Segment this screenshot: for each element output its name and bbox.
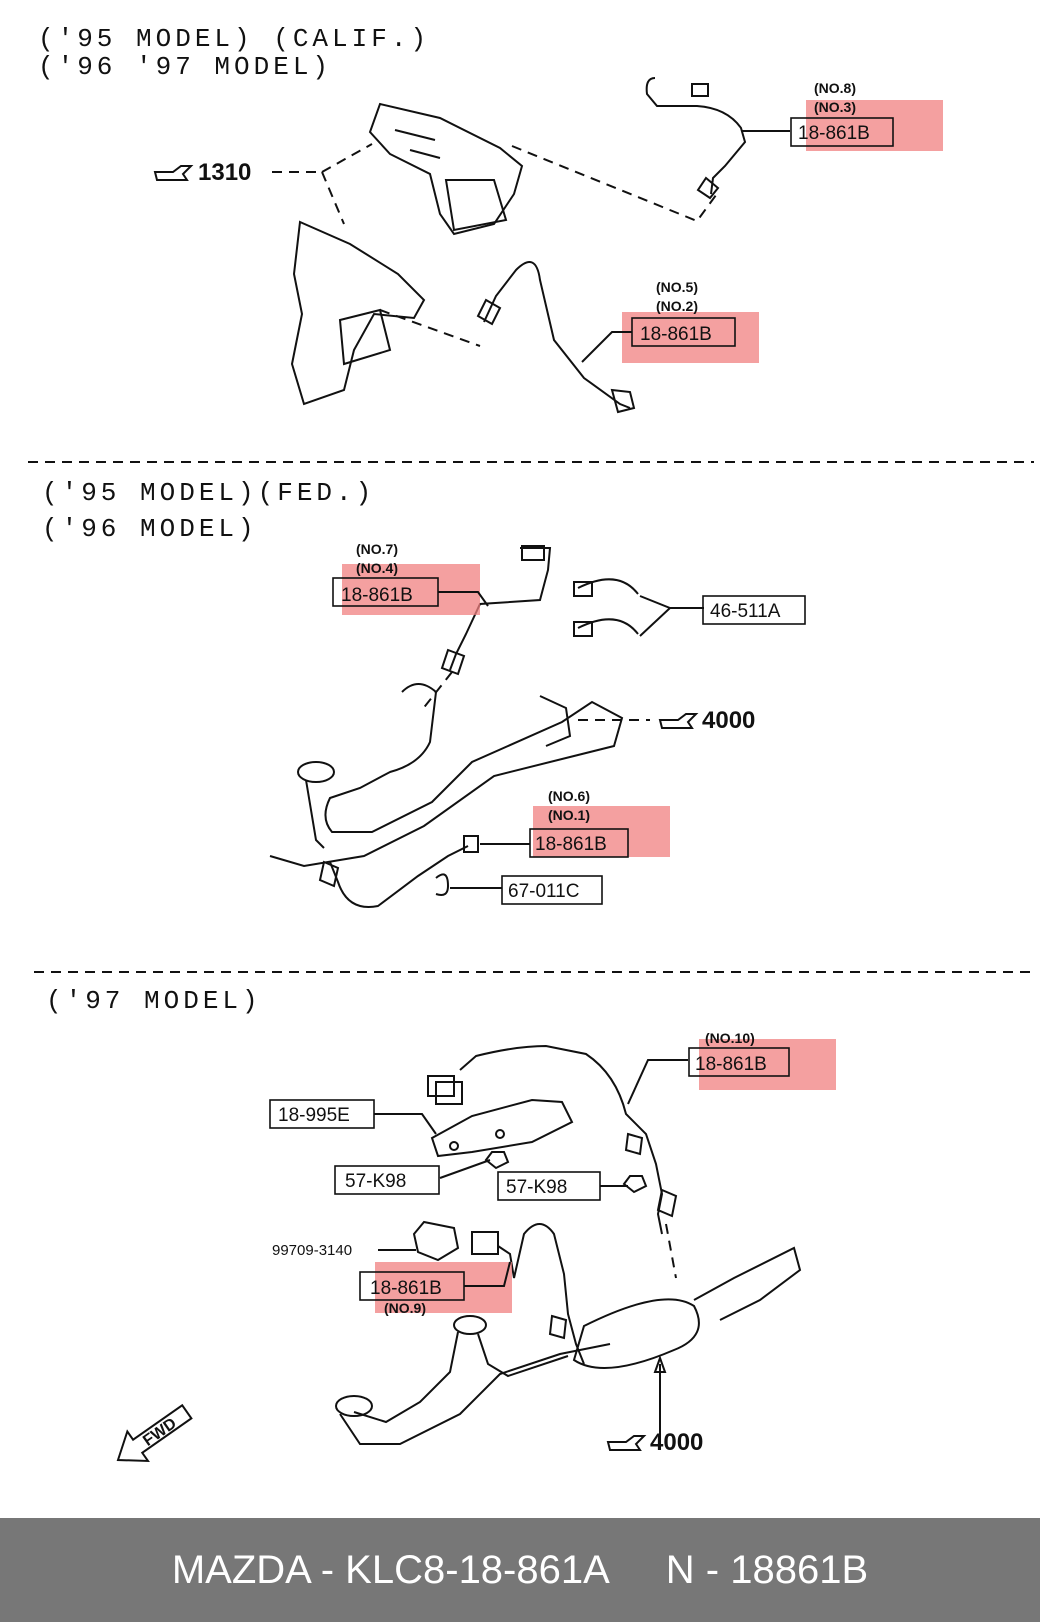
highlight — [806, 100, 943, 151]
heat-shield-18-995e — [430, 1098, 574, 1158]
front-pipe-s3 — [335, 1315, 611, 1445]
callout-s2-lower-num-b: (NO.1) — [548, 807, 590, 823]
highlight — [375, 1262, 512, 1313]
callout-s2-upper-num-a: (NO.7) — [356, 541, 398, 557]
section-3: ('97 MODEL) (NO.10) 18-861B 18-995E — [46, 986, 836, 1463]
callout-s2-clip-code: 67-011C — [508, 881, 579, 902]
callout-s3-lower[interactable]: 18-861B (NO.9) — [359, 1261, 512, 1316]
oxygen-sensor-s2-lower — [318, 835, 479, 908]
harness-46-511a — [573, 578, 704, 637]
footer-bar: MAZDA - KLC8-18-861A N - 18861B — [0, 1518, 1040, 1622]
highlight — [533, 806, 670, 857]
callout-s2-clip[interactable]: 67-011C — [501, 875, 603, 905]
clip-67-011c — [435, 873, 502, 896]
callout-s3-lower-num-a: (NO.9) — [384, 1300, 426, 1316]
callout-s2-upper[interactable]: (NO.7) (NO.4) 18-861B — [332, 541, 489, 615]
callout-s1-upper-code: 18-861B — [798, 123, 870, 144]
callout-s1-upper[interactable]: (NO.8) (NO.3) 18-861B — [742, 80, 943, 151]
ref-4000-s3-label: 4000 — [650, 1429, 703, 1456]
callout-s3-nut-b-code: 57-K98 — [506, 1177, 567, 1198]
callout-s3-bracket-code: 18-995E — [278, 1105, 350, 1126]
callout-s3-bracket[interactable]: 18-995E — [269, 1099, 437, 1135]
section-2-title-line1: ('95 MODEL)(FED.) — [42, 478, 375, 508]
callout-s1-lower-num-a: (NO.5) — [656, 279, 698, 295]
nut-a — [439, 1151, 510, 1179]
callout-s3-bolt-code: 99709-3140 — [272, 1242, 352, 1259]
ref-1310[interactable]: 1310 — [153, 159, 251, 186]
section-3-title-line1: ('97 MODEL) — [46, 986, 262, 1016]
callout-s2-lower-num-a: (NO.6) — [548, 788, 590, 804]
oxygen-sensor-s3-lower — [412, 1220, 585, 1365]
callout-s3-upper-code: 18-861B — [695, 1054, 767, 1075]
parts-diagram: ('95 MODEL) (CALIF.) ('96 '97 MODEL) 131… — [28, 24, 1034, 1463]
callout-s3-nut-b[interactable]: 57-K98 — [497, 1171, 601, 1201]
callout-s1-lower[interactable]: (NO.5) (NO.2) 18-861B — [581, 279, 759, 363]
pointing-hand-icon — [153, 165, 194, 181]
ref-4000-s2[interactable]: 4000 — [578, 707, 755, 734]
callout-s2-lower-code: 18-861B — [535, 834, 607, 855]
oxygen-sensor-s3-upper — [427, 1044, 678, 1235]
front-pipe-s2 — [269, 683, 624, 868]
bolt-99709-3140[interactable]: 99709-3140 — [272, 1242, 416, 1259]
ref-1310-label: 1310 — [198, 159, 251, 186]
pointing-hand-icon — [606, 1435, 647, 1451]
callout-s2-upper-num-b: (NO.4) — [356, 560, 398, 576]
exhaust-manifold-upper — [368, 102, 524, 236]
callout-s2-upper-code: 18-861B — [341, 585, 413, 606]
callout-s1-lower-num-b: (NO.2) — [656, 298, 698, 314]
nut-b — [600, 1175, 648, 1194]
exhaust-manifold-lower — [290, 220, 426, 406]
callout-s3-nut-a[interactable]: 57-K98 — [334, 1165, 440, 1195]
section-1-title-line2: ('96 '97 MODEL) — [38, 52, 332, 82]
callout-s3-upper[interactable]: (NO.10) 18-861B — [627, 1030, 836, 1105]
callout-s3-nut-a-code: 57-K98 — [345, 1171, 406, 1192]
ref-4000-s3[interactable]: 4000 — [606, 1355, 703, 1456]
footer-part-number: MAZDA - KLC8-18-861A — [171, 1547, 610, 1592]
callout-s2-lower[interactable]: (NO.6) (NO.1) 18-861B — [480, 788, 670, 858]
highlight — [622, 312, 759, 363]
section-1-title-line1: ('95 MODEL) (CALIF.) — [38, 24, 430, 54]
oxygen-sensor-upper — [645, 77, 747, 200]
callout-s2-harness[interactable]: 46-511A — [702, 595, 806, 625]
section-2: ('95 MODEL)(FED.) ('96 MODEL) (NO.7) (NO… — [42, 478, 806, 908]
footer-cross-reference: N - 18861B — [665, 1547, 869, 1592]
oxygen-sensor-s2-upper — [440, 545, 552, 676]
callout-s2-harness-code: 46-511A — [710, 601, 781, 622]
section-1: ('95 MODEL) (CALIF.) ('96 '97 MODEL) 131… — [38, 24, 943, 414]
section-2-title-line2: ('96 MODEL) — [42, 514, 258, 544]
callout-s1-lower-code: 18-861B — [640, 324, 712, 345]
oxygen-sensor-lower — [476, 261, 636, 414]
callout-s3-upper-num-a: (NO.10) — [705, 1030, 755, 1046]
catalytic-converter — [572, 1246, 802, 1369]
ref-4000-s2-label: 4000 — [702, 707, 755, 734]
fwd-arrow-icon: FWD — [116, 1403, 193, 1463]
callout-s3-lower-code: 18-861B — [370, 1278, 442, 1299]
callout-s1-upper-num-b: (NO.3) — [814, 99, 856, 115]
pointing-hand-icon — [658, 713, 699, 729]
callout-s1-upper-num-a: (NO.8) — [814, 80, 856, 96]
